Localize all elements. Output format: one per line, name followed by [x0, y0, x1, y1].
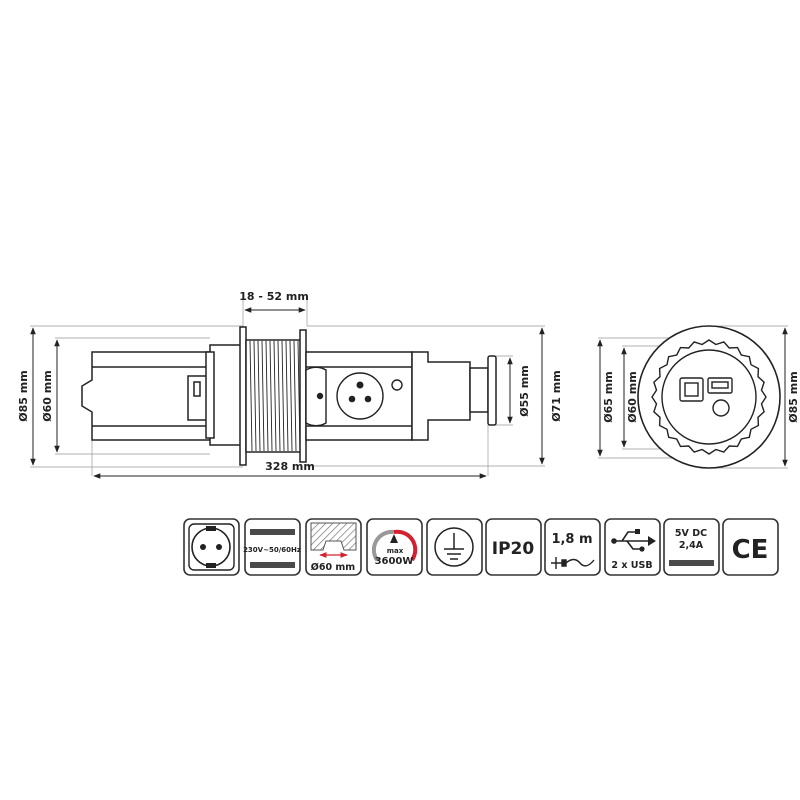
thread-line: [289, 340, 293, 452]
side-outer-diameter-label: Ø85 mm: [17, 370, 30, 421]
thread-lines: [249, 340, 301, 452]
side-view: 18 - 52 mm Ø85 mm Ø60 mm Ø55 mm Ø71 mm 3…: [17, 290, 563, 479]
clamp-range-label: 18 - 52 mm: [239, 290, 309, 303]
socket-housing: [81, 326, 497, 466]
voltage-icon: 230V~50/60Hz: [243, 518, 301, 576]
indicator-button: [712, 399, 730, 417]
power-value-label: 3600W: [375, 556, 414, 567]
socket-face-left: [305, 366, 327, 427]
voltage-label: 230V~50/60Hz: [243, 546, 301, 554]
schuko-socket-icon: [183, 518, 240, 576]
body-diameter-label: Ø71 mm: [550, 370, 563, 421]
dc-output-icon: 5V DC 2,4A: [663, 518, 720, 576]
dc-current-label: 2,4A: [679, 540, 704, 551]
earth-ground-icon: [426, 518, 483, 576]
total-length-label: 328 mm: [265, 460, 315, 473]
top-view: Ø65 mm Ø60 mm Ø85 mm: [597, 325, 800, 469]
side-inner-diameter-label: Ø60 mm: [41, 370, 54, 421]
usb-label: 2 x USB: [611, 560, 652, 571]
usb-icon: 2 x USB: [604, 518, 661, 576]
thread-line: [265, 340, 269, 452]
top-inner-diameter-label: Ø60 mm: [626, 371, 639, 422]
thread-line: [253, 340, 257, 452]
dc-voltage-label: 5V DC: [675, 528, 707, 539]
thread-line: [297, 340, 301, 452]
thread-line: [249, 340, 253, 452]
thread-line: [281, 340, 285, 452]
thread-line: [261, 340, 265, 452]
cable-length-label: 1,8 m: [551, 532, 592, 547]
thread-line: [277, 340, 281, 452]
power-max-icon: max 3600W: [366, 518, 423, 576]
hole-label: Ø60 mm: [311, 562, 356, 573]
thread-line: [273, 340, 277, 452]
feature-icons: 230V~50/60Hz Ø60 mm max 3600W: [183, 518, 779, 576]
thread-line: [285, 340, 289, 452]
ce-mark-label: CE: [732, 535, 769, 565]
cap-diameter-label: Ø55 mm: [518, 365, 531, 416]
thread-line: [269, 340, 273, 452]
usb-port-flat: [707, 377, 733, 394]
installation-hole-icon: Ø60 mm: [305, 518, 362, 576]
top-flange-diameter-label: Ø85 mm: [787, 371, 800, 422]
usb-port-square: [679, 377, 704, 402]
thread-line: [257, 340, 261, 452]
top-outer-diameter-label: Ø65 mm: [602, 371, 615, 422]
ip-rating-icon: IP20: [485, 518, 542, 576]
socket-face-right: [336, 372, 403, 420]
cable-length-icon: 1,8 m: [544, 518, 601, 576]
power-max-label: max: [387, 547, 404, 555]
ce-mark-icon: CE: [722, 518, 779, 576]
thread-line: [293, 340, 297, 452]
ip-rating-label: IP20: [492, 539, 535, 559]
